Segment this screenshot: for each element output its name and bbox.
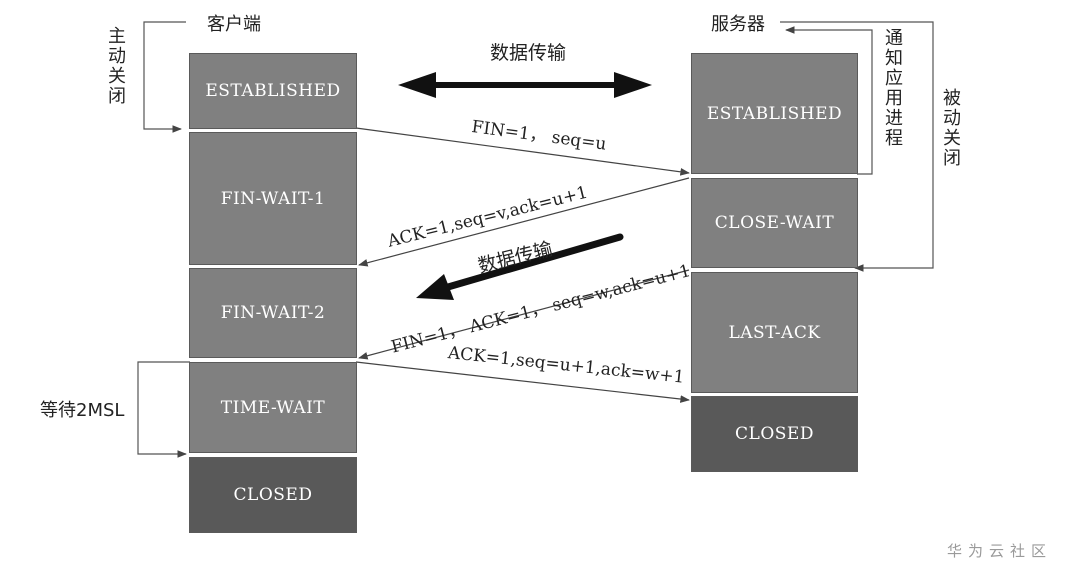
- server-state-established: ESTABLISHED: [691, 53, 858, 174]
- client-state-closed: CLOSED: [189, 457, 357, 533]
- fin2-arrow: [358, 269, 690, 360]
- ack1-arrow: [358, 177, 690, 267]
- server-state-last-ack: LAST-ACK: [691, 272, 858, 393]
- notify-app-label: 通知应用进程: [882, 28, 903, 148]
- data-transfer-left-arrow: [416, 233, 624, 300]
- data-transfer-top-label: 数据传输: [490, 42, 567, 64]
- passive-close-bracket: [780, 21, 934, 272]
- client-state-fin-wait-1: FIN-WAIT-1: [189, 132, 357, 265]
- server-title: 服务器: [711, 14, 765, 35]
- client-state-established: ESTABLISHED: [189, 53, 357, 129]
- fin1-arrow: [355, 127, 690, 176]
- server-state-close-wait: CLOSE-WAIT: [691, 178, 858, 268]
- wait-2msl-label: 等待2MSL: [40, 400, 125, 421]
- ack2-arrow: [355, 361, 690, 403]
- client-state-fin-wait-2: FIN-WAIT-2: [189, 268, 357, 358]
- active-close-label: 主动关闭: [105, 26, 126, 106]
- notify-app-bracket: [785, 26, 873, 175]
- client-title: 客户端: [207, 14, 261, 35]
- passive-close-label: 被动关闭: [940, 88, 961, 168]
- watermark-text: 华为云社区: [946, 542, 1052, 560]
- server-state-closed: CLOSED: [691, 396, 858, 472]
- client-state-time-wait: TIME-WAIT: [189, 362, 357, 453]
- wait-2msl-bracket: [137, 361, 190, 458]
- active-close-bracket: [143, 21, 186, 133]
- data-transfer-double-arrow: [398, 72, 652, 98]
